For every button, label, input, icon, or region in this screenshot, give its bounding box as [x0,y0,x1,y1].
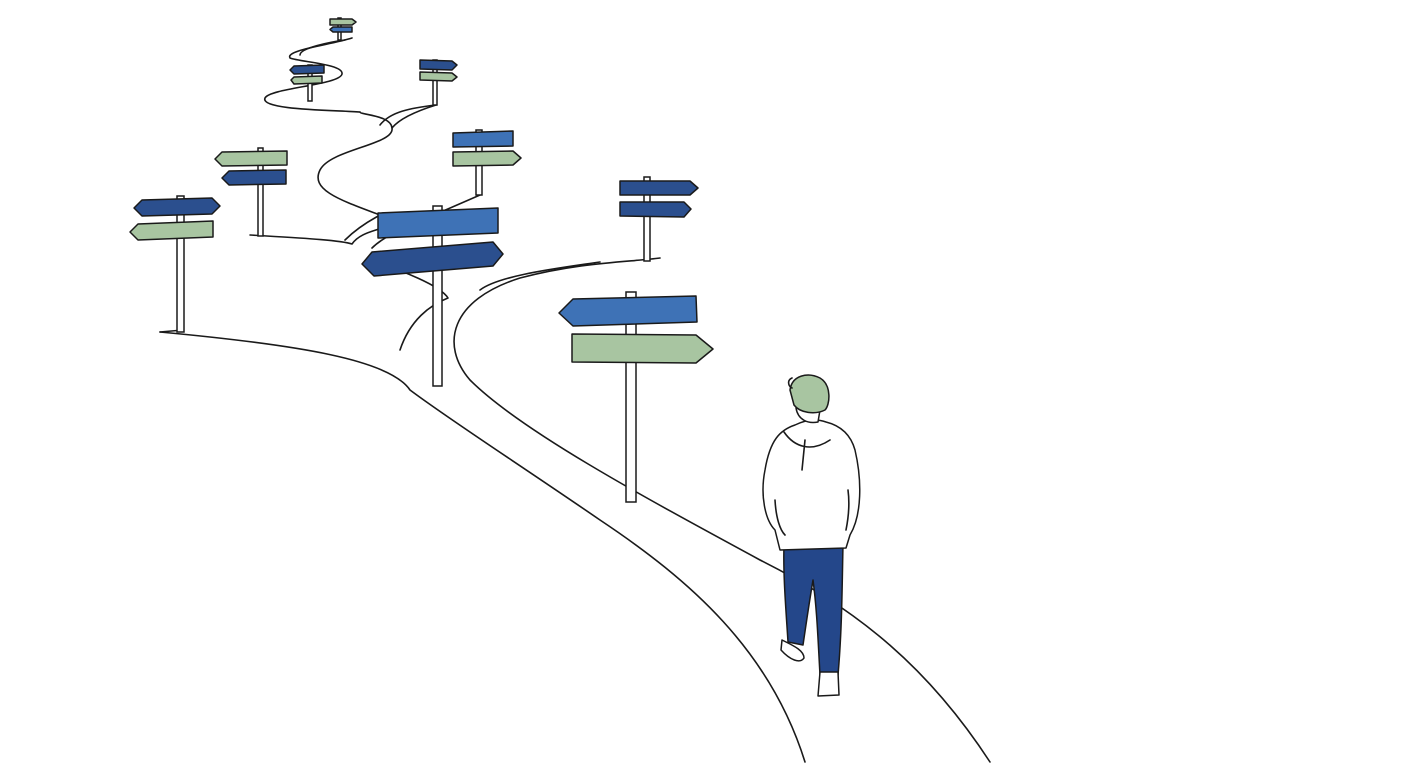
signpost-front [558,291,714,503]
signpost-right-mid [619,176,699,262]
signpost-center-mid [452,129,522,196]
road-paths [159,37,991,763]
signpost-top-left [289,64,325,102]
signpost-left-near [129,195,221,333]
signpost-far-top [329,17,357,41]
signpost-left-mid [214,147,288,237]
walking-person [762,374,861,697]
signpost-center-near [361,205,504,387]
signpost-top-right [419,59,458,106]
